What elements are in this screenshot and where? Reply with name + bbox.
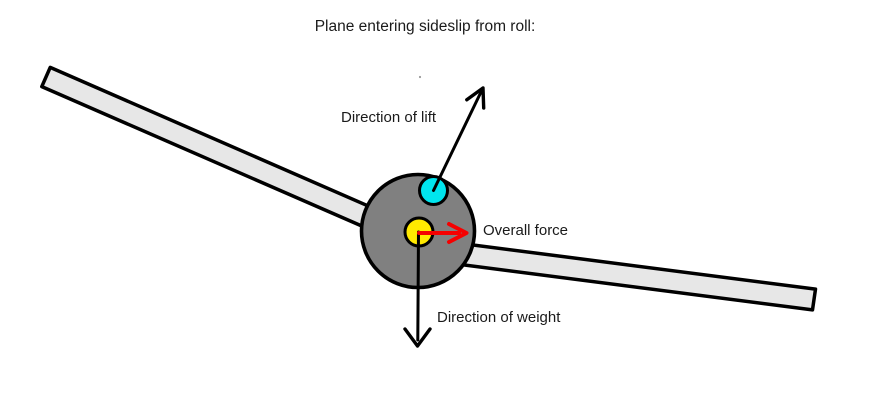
stray-dot bbox=[418, 75, 422, 79]
weight-arrow-shaft bbox=[416, 230, 420, 342]
weight-arrowhead bbox=[403, 327, 432, 348]
lift-arrow-shaft bbox=[432, 90, 483, 192]
overall-force-label: Overall force bbox=[483, 222, 568, 239]
lift-label: Direction of lift bbox=[341, 109, 437, 126]
diagram-title: Plane entering sideslip from roll: bbox=[315, 18, 536, 35]
lift-arrowhead bbox=[465, 86, 486, 110]
weight-label: Direction of weight bbox=[437, 309, 561, 326]
left-wing bbox=[40, 65, 410, 245]
overall-force-arrowhead bbox=[447, 222, 469, 244]
right-wing bbox=[426, 237, 818, 312]
